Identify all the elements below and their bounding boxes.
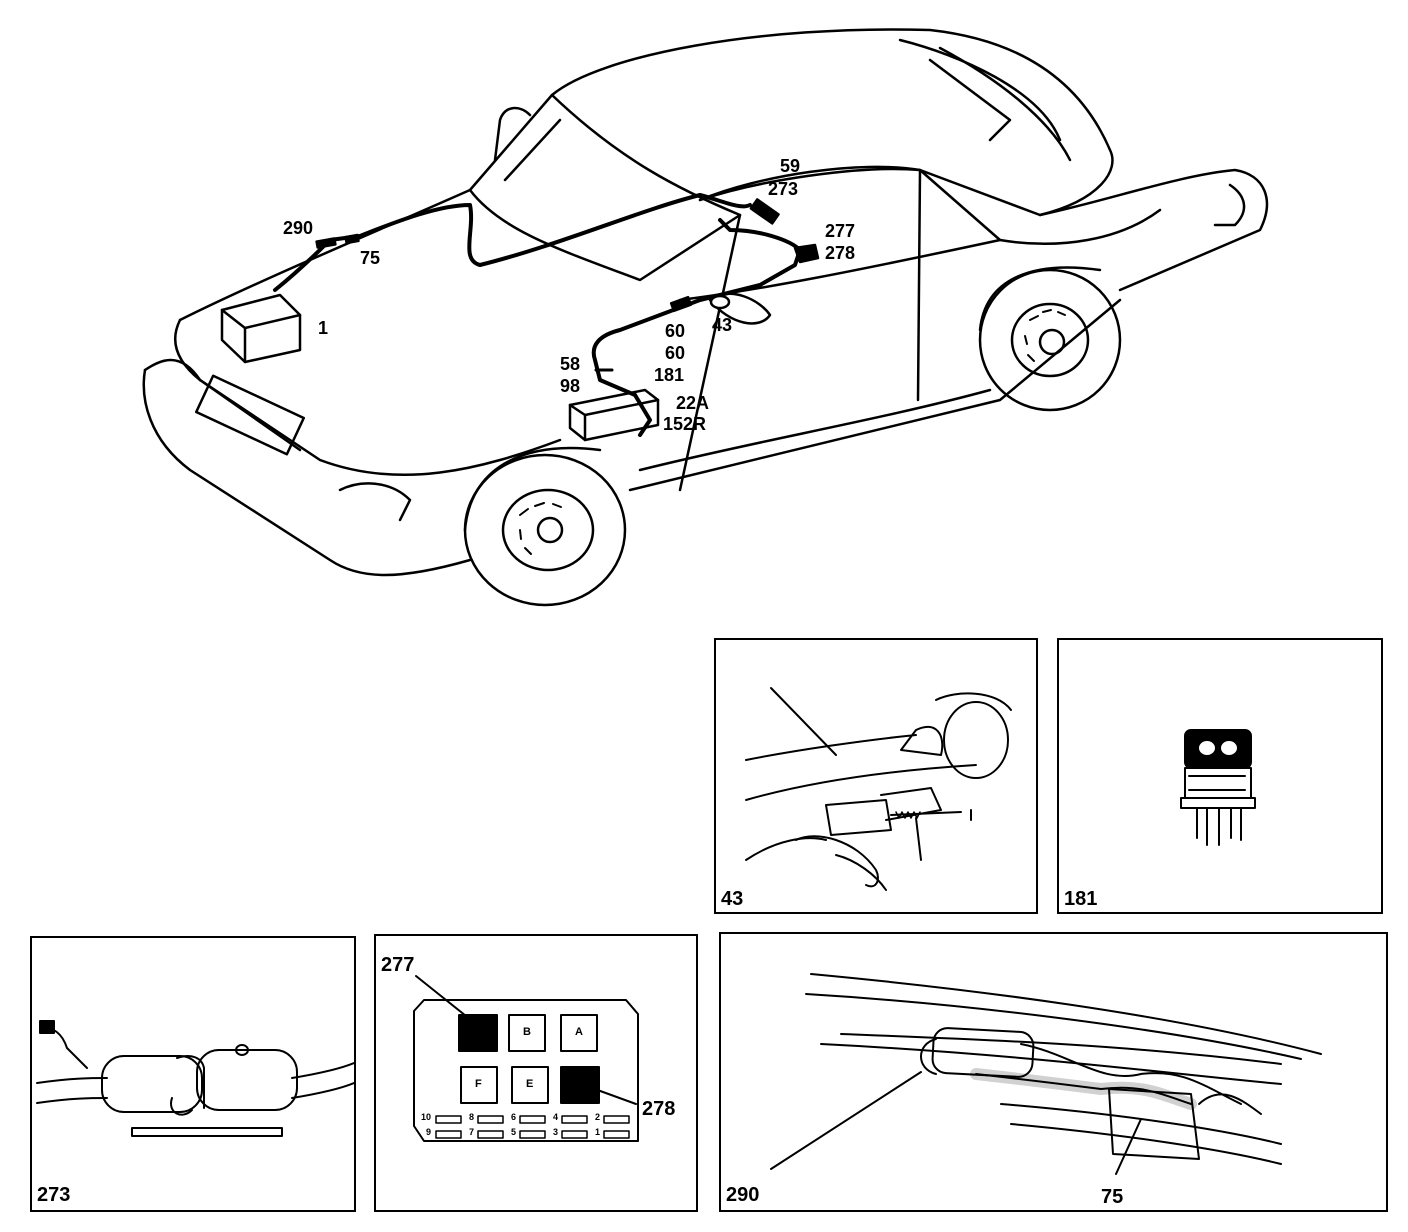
callout-1: 1 <box>318 318 329 338</box>
fuse-letter-a: A <box>575 1026 583 1038</box>
callout-22A: 22A <box>676 393 710 413</box>
callout-59: 59 <box>780 156 801 176</box>
callout-290: 290 <box>283 218 314 238</box>
detail-panel-290-75: 290 75 <box>719 932 1388 1212</box>
fuse-letter-f: F <box>475 1078 482 1090</box>
fuse-letter-b: B <box>523 1026 531 1038</box>
panel-43-label: 43 <box>721 888 744 910</box>
callout-277: 277 <box>825 221 856 241</box>
fuse-number-3: 3 <box>553 1127 559 1137</box>
callout-75: 75 <box>360 248 381 268</box>
fuse-277-label: 277 <box>381 954 415 976</box>
fuse-number-2: 2 <box>595 1112 601 1122</box>
callout-181: 181 <box>654 365 685 385</box>
callout-43: 43 <box>712 315 733 335</box>
fuse-letter-e: E <box>526 1078 534 1090</box>
detail-panel-181: 181 <box>1057 638 1383 914</box>
fuse-number-7: 7 <box>469 1127 475 1137</box>
fuse-number-4: 4 <box>553 1112 559 1122</box>
fuse-number-9: 9 <box>426 1127 432 1137</box>
callout-273: 273 <box>768 179 799 199</box>
detail-panel-43: 43 <box>714 638 1038 914</box>
fuse-278-label: 278 <box>642 1098 676 1120</box>
panel-181-label: 181 <box>1064 888 1098 910</box>
fuse-number-5: 5 <box>511 1127 517 1137</box>
panel-290-label: 290 <box>726 1184 760 1206</box>
panel-273-label: 273 <box>37 1184 71 1206</box>
detail-panel-273: 273 <box>30 936 356 1212</box>
car-illustration <box>142 28 1269 607</box>
detail-panel-277-278: 277 278 B A F E 10 8 6 4 2 9 7 5 3 1 <box>374 934 698 1212</box>
fuse-number-8: 8 <box>469 1112 475 1122</box>
callout-60-a: 60 <box>665 321 686 341</box>
callout-152R: 152R <box>663 414 707 434</box>
callout-278: 278 <box>825 243 856 263</box>
panel-75-label: 75 <box>1101 1186 1124 1208</box>
callout-60-b: 60 <box>665 343 686 363</box>
fuse-number-1: 1 <box>595 1127 601 1137</box>
callout-98: 98 <box>560 376 581 396</box>
fuse-number-6: 6 <box>511 1112 517 1122</box>
callout-58: 58 <box>560 354 581 374</box>
fuse-number-10: 10 <box>421 1112 432 1122</box>
